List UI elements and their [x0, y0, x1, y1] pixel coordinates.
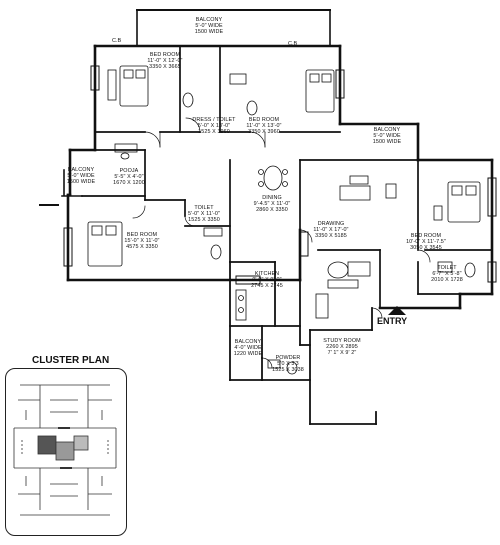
cluster-plan-title: CLUSTER PLAN	[32, 355, 110, 366]
cb-label-left: C.B	[112, 38, 122, 44]
entry-arrow-icon	[388, 306, 406, 315]
interior-walls	[81, 45, 493, 309]
service-walls	[229, 261, 377, 425]
furniture	[87, 65, 481, 375]
windows	[63, 65, 497, 285]
entry-label: ENTRY	[377, 316, 408, 326]
top-balcony-walls	[136, 9, 331, 47]
cb-label-right: C.B	[288, 41, 298, 47]
cluster-plan-frame	[5, 368, 127, 536]
door-swings	[132, 117, 431, 369]
left-balcony	[39, 169, 83, 206]
cluster-plan-drawing	[13, 384, 117, 516]
